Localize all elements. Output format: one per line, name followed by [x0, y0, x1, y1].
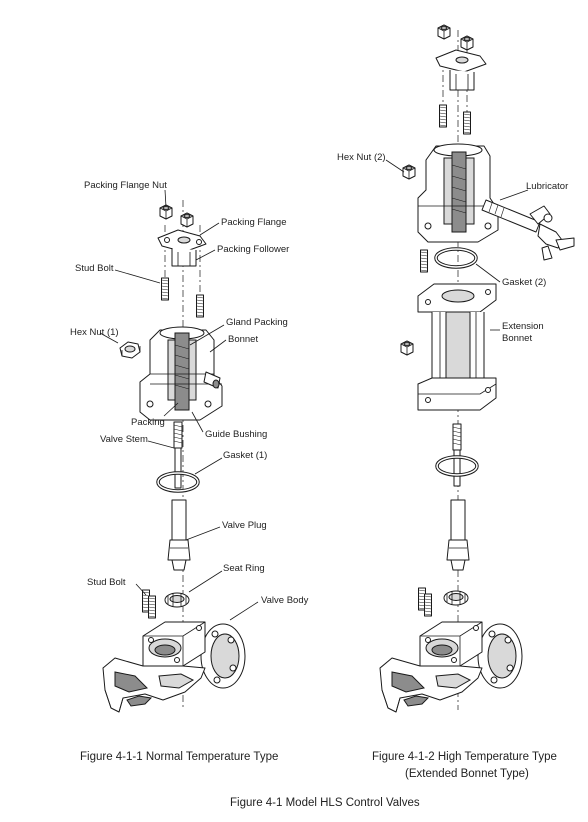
- label-extension-bonnet: Bonnet: [502, 333, 532, 344]
- caption-high-temperature: Figure 4-1-2 High Temperature Type: [372, 751, 557, 763]
- valve-plug-right-icon: [446, 499, 470, 571]
- label-valve-body: Valve Body: [261, 595, 309, 606]
- valve-body-right-icon: [379, 621, 523, 713]
- left-leader-lines: [99, 189, 259, 621]
- label-valve-plug: Valve Plug: [222, 520, 267, 531]
- top-hex-nut-icon: [437, 24, 474, 51]
- label-hex-nut-2: Hex Nut (2): [337, 152, 386, 163]
- caption-normal-temperature: Figure 4-1-1 Normal Temperature Type: [80, 751, 278, 763]
- label-packing-follower: Packing Follower: [217, 244, 289, 255]
- normal-temperature-assembly: Packing Flange Nut Packing Flange Packin…: [70, 180, 309, 713]
- label-gasket-2: Gasket (2): [502, 277, 546, 288]
- valve-body-icon: [102, 621, 246, 713]
- label-stud-bolt-top: Stud Bolt: [75, 263, 114, 274]
- label-packing-flange: Packing Flange: [221, 217, 286, 228]
- label-bonnet: Bonnet: [228, 334, 258, 345]
- stud-bolt-icon: [161, 277, 204, 318]
- label-gasket-1: Gasket (1): [223, 450, 267, 461]
- lower-hex-nut-icon: [400, 340, 414, 356]
- lubricator-icon: [481, 199, 575, 261]
- label-gland-packing: Gland Packing: [226, 317, 288, 328]
- upper-bonnet-icon: [417, 143, 499, 243]
- packing-flange-right-icon: [435, 49, 487, 91]
- valve-stem-icon: [173, 421, 183, 489]
- label-stud-bolt-bottom: Stud Bolt: [87, 577, 126, 588]
- valve-plug-icon: [167, 499, 191, 571]
- label-seat-ring: Seat Ring: [223, 563, 265, 574]
- packing-flange-nut-icon: [159, 204, 194, 228]
- body-stud-bolt-right-icon: [418, 587, 432, 617]
- caption-extended-bonnet: (Extended Bonnet Type): [405, 768, 529, 780]
- top-stud-bolt-icon: [439, 104, 471, 135]
- caption-main-figure: Figure 4-1 Model HLS Control Valves: [230, 797, 420, 809]
- label-packing-flange-nut: Packing Flange Nut: [84, 180, 167, 191]
- label-extension: Extension: [502, 321, 544, 332]
- label-hex-nut-1: Hex Nut (1): [70, 327, 119, 338]
- extension-bonnet-icon: [417, 283, 497, 411]
- label-packing: Packing: [131, 417, 165, 428]
- gasket-2-icon: [434, 247, 478, 269]
- hex-nut-1-icon: [119, 341, 141, 359]
- bonnet-icon: [139, 326, 223, 421]
- label-lubricator: Lubricator: [526, 181, 568, 192]
- packing-flange-icon: [157, 229, 207, 267]
- mid-stud-bolt-icon: [420, 249, 428, 273]
- body-stud-bolt-icon: [142, 589, 156, 619]
- hex-nut-2-icon: [402, 164, 416, 180]
- seat-ring-icon: [164, 592, 190, 608]
- high-temperature-assembly: Hex Nut (2) Lubricator Gasket (2) Extens…: [337, 24, 575, 713]
- valve-stem-right-icon: [452, 423, 462, 487]
- label-guide-bushing: Guide Bushing: [205, 429, 267, 440]
- label-valve-stem: Valve Stem: [100, 434, 148, 445]
- seat-ring-right-icon: [443, 590, 469, 606]
- right-leader-lines: [385, 159, 529, 331]
